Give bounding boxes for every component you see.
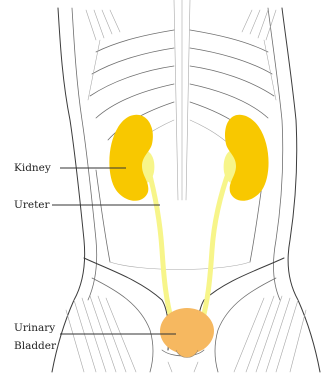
bladder-label-line1: Urinary (14, 322, 55, 334)
urinary-bladder (160, 308, 214, 354)
ureter-label: Ureter (14, 199, 51, 211)
left-ureter (148, 168, 172, 322)
bladder-label-line2: Bladder (14, 340, 57, 352)
urethra (176, 350, 198, 358)
right-ureter (202, 168, 230, 322)
kidney-label: Kidney (14, 162, 51, 174)
labels: Kidney Ureter Urinary Bladder (14, 162, 57, 352)
urinary-organs (109, 115, 268, 358)
